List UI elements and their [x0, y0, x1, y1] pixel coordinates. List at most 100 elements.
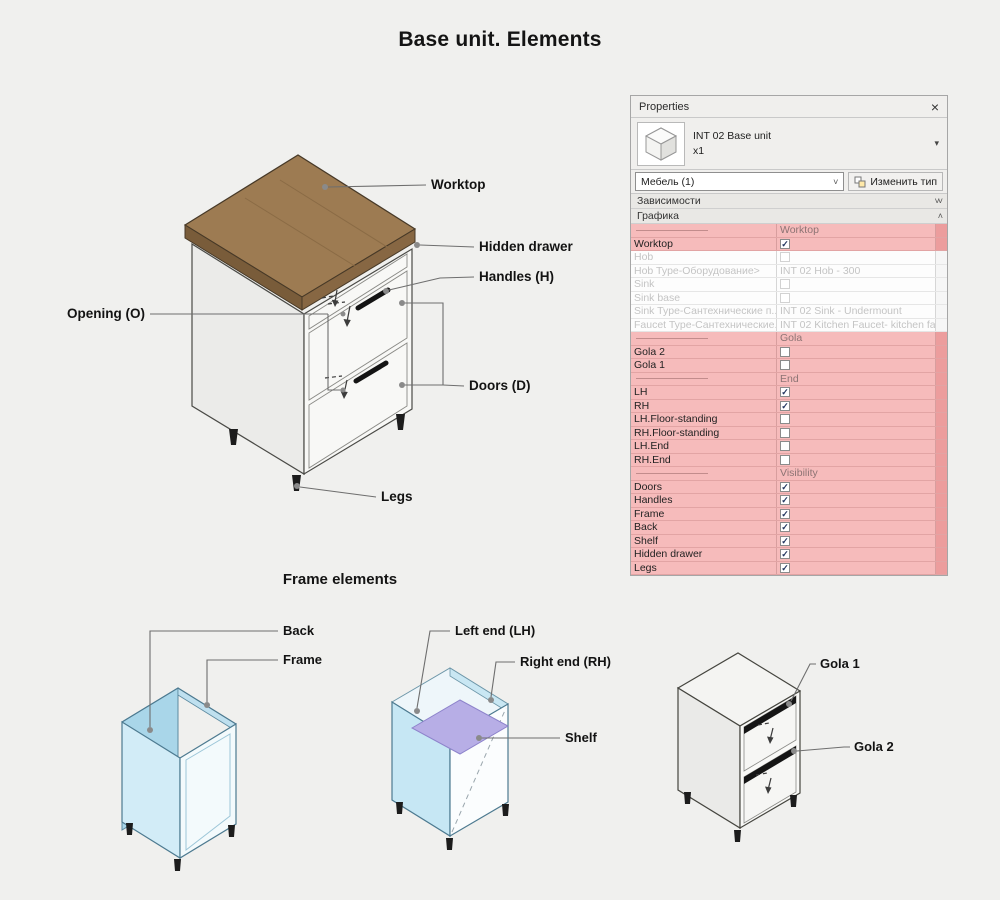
property-row[interactable]: LH✓ — [631, 386, 947, 400]
scrollbar-strip[interactable] — [936, 534, 947, 547]
property-value[interactable]: ✓ — [777, 548, 936, 561]
checkbox-unchecked[interactable] — [780, 346, 790, 357]
scrollbar-strip[interactable] — [936, 413, 947, 426]
scrollbar-strip[interactable] — [936, 386, 947, 399]
property-row[interactable]: Sink Type-Сантехнические п...INT 02 Sink… — [631, 305, 947, 319]
property-row[interactable]: Hidden drawer✓ — [631, 548, 947, 562]
property-value[interactable] — [777, 291, 936, 304]
property-row[interactable]: Gola 1 — [631, 359, 947, 373]
section-graphics[interactable]: Графика ˄ — [631, 209, 947, 224]
checkbox-checked[interactable]: ✓ — [780, 238, 790, 249]
checkbox-unchecked[interactable] — [780, 252, 790, 263]
property-row[interactable]: RH.Floor-standing — [631, 426, 947, 440]
scrollbar-strip[interactable] — [936, 507, 947, 520]
scrollbar-strip[interactable] — [936, 480, 947, 493]
property-row[interactable]: Legs✓ — [631, 561, 947, 575]
scrollbar-strip[interactable] — [936, 426, 947, 439]
checkbox-unchecked[interactable] — [780, 441, 790, 452]
scrollbar-strip[interactable] — [936, 237, 947, 250]
section-constraints[interactable]: Зависимости ˅˅ — [631, 194, 947, 209]
scrollbar-strip[interactable] — [936, 359, 947, 372]
scrollbar-strip[interactable] — [936, 264, 947, 277]
property-value[interactable]: ✓ — [777, 534, 936, 547]
property-row[interactable]: Hob Type-Оборудование>INT 02 Hob - 300 — [631, 264, 947, 278]
checkbox-unchecked[interactable] — [780, 292, 790, 303]
property-row[interactable]: Frame✓ — [631, 507, 947, 521]
property-value[interactable]: ✓ — [777, 237, 936, 250]
scrollbar-strip[interactable] — [936, 318, 947, 331]
scrollbar-strip[interactable] — [936, 332, 947, 345]
checkbox-unchecked[interactable] — [780, 414, 790, 425]
scrollbar-strip[interactable] — [936, 467, 947, 480]
property-value[interactable]: ✓ — [777, 521, 936, 534]
property-row[interactable]: Sink — [631, 278, 947, 292]
property-value[interactable] — [777, 426, 936, 439]
checkbox-checked[interactable]: ✓ — [780, 535, 790, 546]
property-row[interactable]: Handles✓ — [631, 494, 947, 508]
property-group-row[interactable]: Worktop — [631, 224, 947, 238]
scrollbar-strip[interactable] — [936, 494, 947, 507]
scrollbar-strip[interactable] — [936, 224, 947, 237]
property-value[interactable]: ✓ — [777, 386, 936, 399]
property-row[interactable]: Hob — [631, 251, 947, 265]
property-row[interactable]: Gola 2 — [631, 345, 947, 359]
property-value[interactable] — [777, 413, 936, 426]
checkbox-checked[interactable]: ✓ — [780, 549, 790, 560]
scrollbar-strip[interactable] — [936, 345, 947, 358]
property-value[interactable] — [777, 345, 936, 358]
property-value[interactable] — [777, 278, 936, 291]
scrollbar-strip[interactable] — [936, 453, 947, 466]
scrollbar-strip[interactable] — [936, 305, 947, 318]
property-group-row[interactable]: Gola — [631, 332, 947, 346]
property-value[interactable]: ✓ — [777, 494, 936, 507]
checkbox-unchecked[interactable] — [780, 454, 790, 465]
type-dropdown-icon[interactable]: ▾ — [934, 138, 939, 148]
property-value[interactable] — [777, 453, 936, 466]
scrollbar-strip[interactable] — [936, 278, 947, 291]
type-preview-row[interactable]: INT 02 Base unit x1 ▾ — [631, 118, 947, 170]
checkbox-checked[interactable]: ✓ — [780, 400, 790, 411]
property-group-row[interactable]: Visibility — [631, 467, 947, 481]
property-group-row[interactable]: End — [631, 372, 947, 386]
property-row[interactable]: Doors✓ — [631, 480, 947, 494]
property-value[interactable] — [777, 359, 936, 372]
checkbox-checked[interactable]: ✓ — [780, 508, 790, 519]
checkbox-checked[interactable]: ✓ — [780, 481, 790, 492]
property-value[interactable]: ✓ — [777, 561, 936, 574]
collapse-up-icon[interactable]: ˄ — [937, 211, 943, 221]
scrollbar-strip[interactable] — [936, 291, 947, 304]
checkbox-checked[interactable]: ✓ — [780, 495, 790, 506]
scrollbar-strip[interactable] — [936, 399, 947, 412]
category-combo[interactable]: Мебель (1) ˅ — [635, 172, 845, 191]
property-row[interactable]: Worktop✓ — [631, 237, 947, 251]
property-value[interactable]: ✓ — [777, 399, 936, 412]
property-row[interactable]: RH.End — [631, 453, 947, 467]
property-row[interactable]: Faucet Type-Сантехнические...INT 02 Kitc… — [631, 318, 947, 332]
property-value[interactable] — [777, 251, 936, 264]
property-row[interactable]: LH.Floor-standing — [631, 413, 947, 427]
property-value[interactable]: ✓ — [777, 480, 936, 493]
scrollbar-strip[interactable] — [936, 372, 947, 385]
edit-type-button[interactable]: Изменить тип — [848, 172, 943, 191]
checkbox-unchecked[interactable] — [780, 279, 790, 290]
property-row[interactable]: Back✓ — [631, 521, 947, 535]
collapse-down-icon[interactable]: ˅˅ — [934, 196, 942, 206]
checkbox-unchecked[interactable] — [780, 360, 790, 371]
scrollbar-strip[interactable] — [936, 251, 947, 264]
property-row[interactable]: Shelf✓ — [631, 534, 947, 548]
group-separator-line — [636, 337, 708, 339]
scrollbar-strip[interactable] — [936, 440, 947, 453]
property-row[interactable]: Sink base — [631, 291, 947, 305]
property-row[interactable]: LH.End — [631, 440, 947, 454]
scrollbar-strip[interactable] — [936, 561, 947, 574]
scrollbar-strip[interactable] — [936, 521, 947, 534]
property-row[interactable]: RH✓ — [631, 399, 947, 413]
close-icon[interactable]: × — [930, 98, 939, 115]
checkbox-unchecked[interactable] — [780, 427, 790, 438]
checkbox-checked[interactable]: ✓ — [780, 522, 790, 533]
property-value[interactable] — [777, 440, 936, 453]
checkbox-checked[interactable]: ✓ — [780, 562, 790, 573]
property-value[interactable]: ✓ — [777, 507, 936, 520]
scrollbar-strip[interactable] — [936, 548, 947, 561]
checkbox-checked[interactable]: ✓ — [780, 387, 790, 398]
